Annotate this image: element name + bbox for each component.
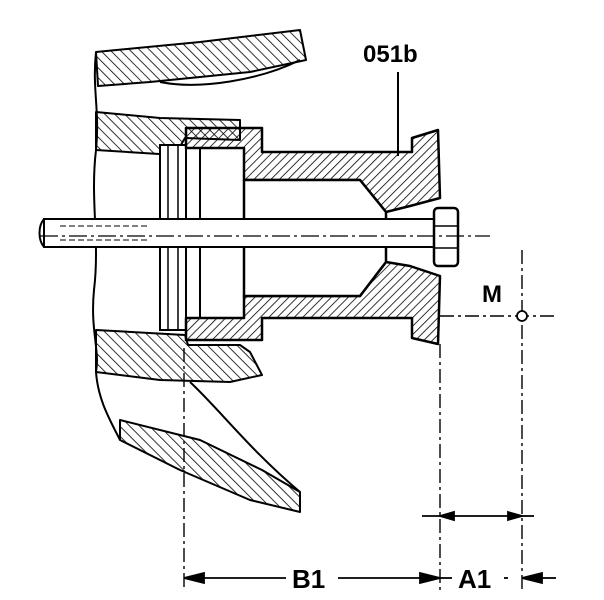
- bolt-head: [432, 206, 460, 268]
- casting-contour-2: [189, 381, 301, 493]
- point-m-marker: [516, 310, 528, 322]
- dimension-a1: [440, 571, 556, 585]
- casting-contour: [159, 59, 301, 86]
- dimension-b1-label: B1: [292, 564, 325, 594]
- spindle: [38, 218, 441, 248]
- housing: [92, 29, 307, 513]
- tool-051b: [184, 126, 442, 346]
- part-number-label: 051b: [363, 41, 418, 68]
- dimension-a1-upper: [422, 510, 534, 522]
- spindle-end: [38, 218, 45, 248]
- dimension-a1-label: A1: [458, 564, 491, 594]
- dimension-b1: [183, 571, 441, 585]
- housing-upper-wall: [95, 29, 307, 87]
- point-m-label: M: [482, 281, 502, 308]
- break-line: [92, 51, 121, 441]
- reference-lines: [183, 250, 556, 590]
- spindle-body: [43, 218, 441, 248]
- housing-lower-wall: [119, 419, 301, 513]
